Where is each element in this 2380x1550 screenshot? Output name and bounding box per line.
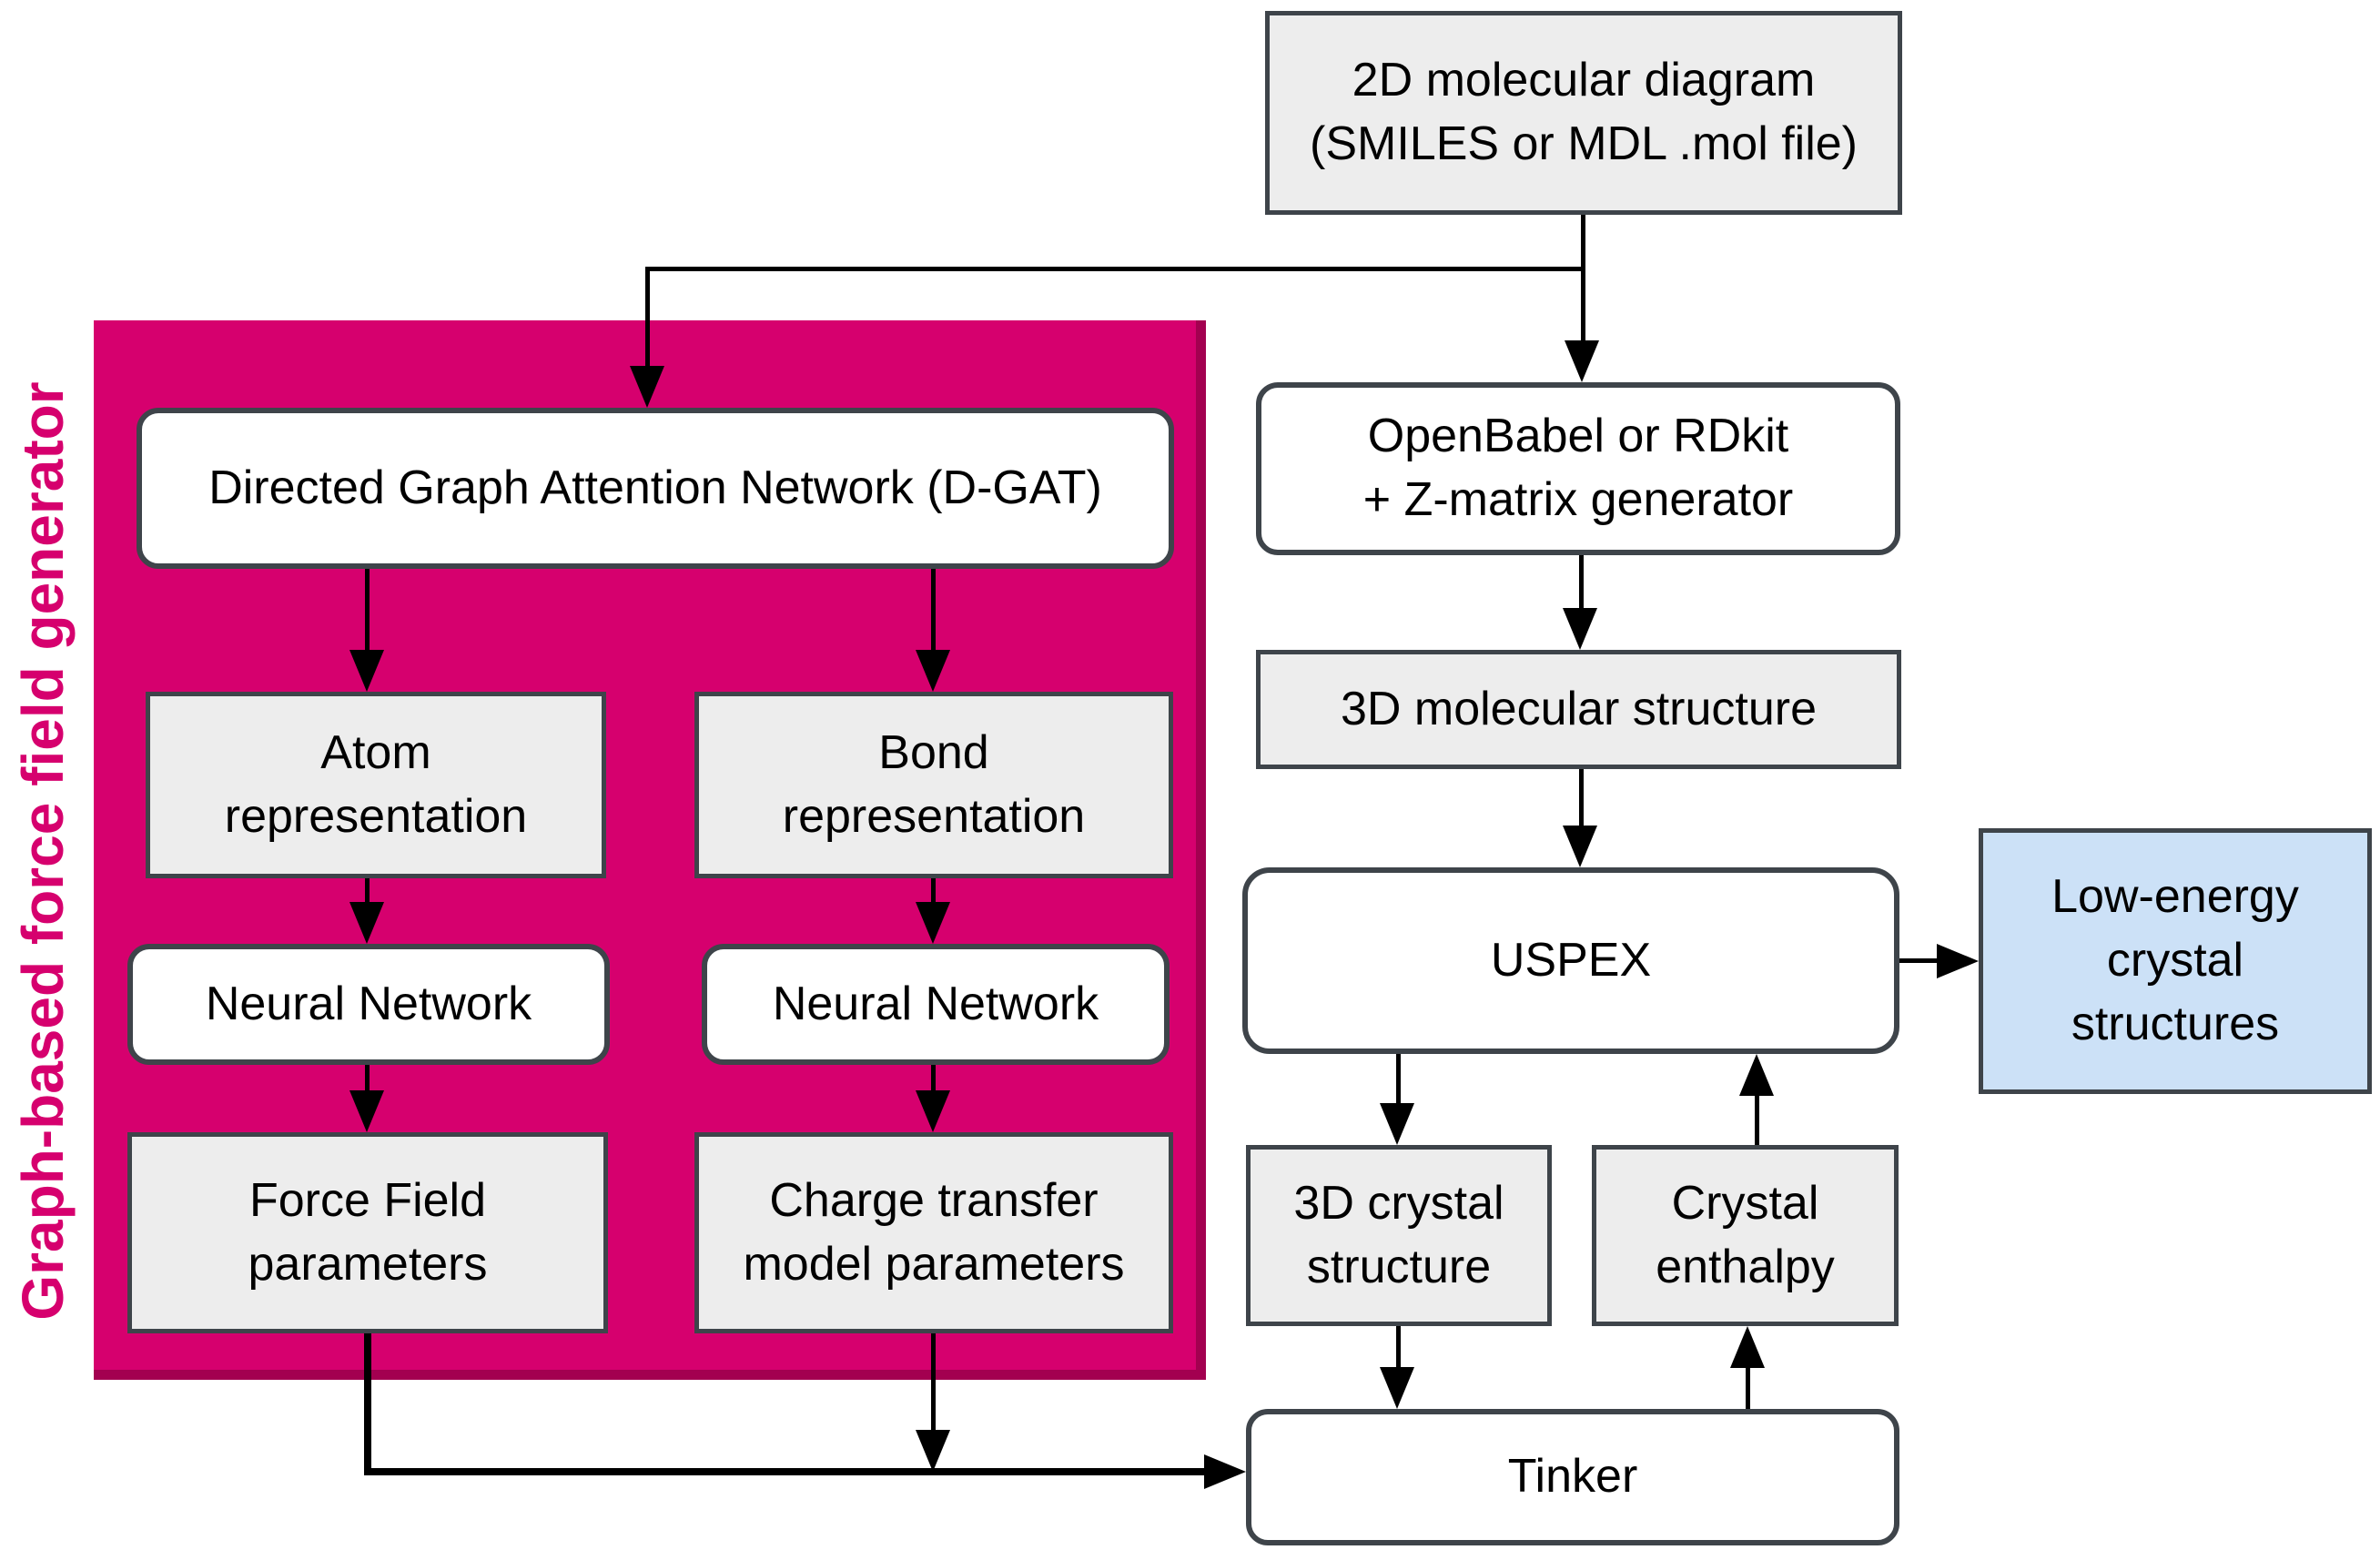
arrowhead-into-nn-right <box>916 902 950 944</box>
line-dgat-to-bond <box>931 569 936 653</box>
line-atom-to-nn <box>365 878 370 907</box>
line-params-to-tinker <box>364 1468 1207 1475</box>
node-3d-molecular-structure: 3D molecular structure <box>1256 650 1901 769</box>
node-force-field-parameters: Force Field parameters <box>127 1132 608 1333</box>
node-atom-representation: Atom representation <box>146 692 606 878</box>
arrowhead-into-chargeparams <box>916 1090 950 1132</box>
arrowhead-into-bond <box>916 650 950 692</box>
arrowhead-into-uspex <box>1563 826 1597 867</box>
arrowhead-into-junction <box>916 1430 950 1472</box>
arrowhead-into-enthalpy <box>1730 1326 1765 1368</box>
line-enthalpy-to-uspex <box>1755 1092 1759 1145</box>
arrowhead-into-tinker-top <box>1380 1367 1414 1409</box>
node-charge-transfer-model: Charge transfer model parameters <box>694 1132 1173 1333</box>
arrowhead-into-ffparams <box>349 1090 384 1132</box>
node-bond-representation: Bond representation <box>694 692 1173 878</box>
line-2d-to-junction <box>1581 215 1585 344</box>
arrowhead-into-tinker-left <box>1204 1454 1246 1489</box>
node-tinker: Tinker <box>1246 1409 1899 1545</box>
arrowhead-into-dgat <box>630 366 664 408</box>
arrowhead-into-3dmol <box>1563 608 1597 650</box>
line-chargeparams-down <box>931 1333 936 1433</box>
line-down-to-dgat <box>645 267 650 369</box>
arrowhead-into-uspex-bottom <box>1739 1054 1774 1096</box>
arrowhead-into-nn-left <box>349 902 384 944</box>
node-uspex: USPEX <box>1242 867 1899 1054</box>
node-dgat: Directed Graph Attention Network (D-GAT) <box>137 408 1174 569</box>
node-crystal-enthalpy: Crystal enthalpy <box>1592 1145 1899 1326</box>
node-openbabel-rdkit: OpenBabel or RDkit + Z-matrix generator <box>1256 382 1900 555</box>
line-crystal-to-tinker <box>1396 1326 1401 1370</box>
line-ffparams-down <box>364 1333 371 1475</box>
line-nn-to-chargeparams <box>931 1065 936 1094</box>
arrowhead-into-crystal <box>1380 1103 1414 1145</box>
line-uspex-to-crystal <box>1396 1054 1401 1105</box>
line-uspex-to-lowenergy <box>1899 958 1939 963</box>
line-openbabel-to-3dmol <box>1579 555 1584 610</box>
line-nn-to-ffparams <box>365 1065 370 1094</box>
line-bond-to-nn <box>931 878 936 907</box>
line-dgat-to-atom <box>365 569 370 653</box>
arrowhead-into-atom <box>349 650 384 692</box>
node-neural-network-left: Neural Network <box>127 944 610 1065</box>
node-3d-crystal-structure: 3D crystal structure <box>1246 1145 1552 1326</box>
line-3dmol-to-uspex <box>1579 769 1584 827</box>
line-branch-to-dgat <box>645 267 1584 271</box>
line-tinker-to-enthalpy <box>1746 1364 1750 1409</box>
node-low-energy-crystal-structures: Low-energy crystal structures <box>1979 828 2372 1094</box>
node-neural-network-right: Neural Network <box>702 944 1170 1065</box>
arrowhead-into-lowenergy <box>1937 944 1979 978</box>
node-2d-molecular-diagram: 2D molecular diagram (SMILES or MDL .mol… <box>1265 11 1902 215</box>
group-title: Graph-based force field generator <box>10 381 76 1321</box>
arrowhead-into-openbabel <box>1565 340 1599 382</box>
